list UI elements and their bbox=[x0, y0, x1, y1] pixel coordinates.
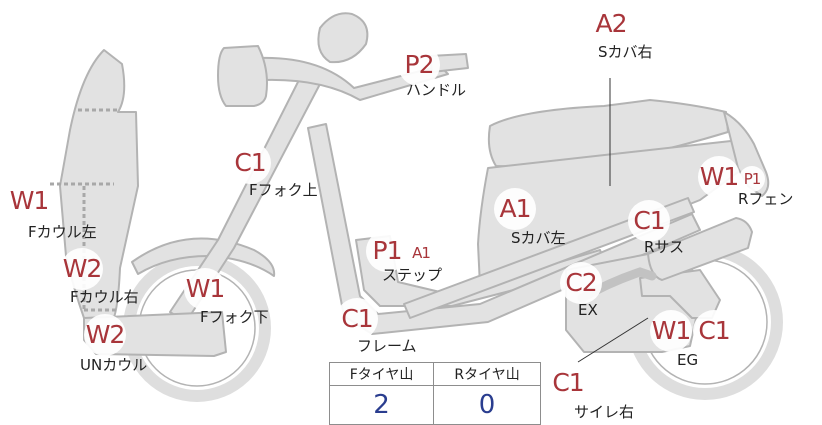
tire-tread-table: Fタイヤ山 Rタイヤ山 2 0 bbox=[328, 362, 541, 425]
frame-label: フレーム bbox=[357, 337, 417, 355]
exhaust-label: EX bbox=[578, 301, 598, 319]
handle-label: ハンドル bbox=[406, 81, 467, 99]
front-cowl-right-code-badge[interactable]: W2 bbox=[61, 248, 103, 290]
rear-fender-secondary-code-badge[interactable]: P1 bbox=[739, 166, 765, 192]
handlebar-shape bbox=[257, 56, 449, 101]
front-fork-lower-label: Fフォク下 bbox=[200, 308, 269, 326]
engine-secondary-code-badge[interactable]: C1 bbox=[693, 310, 735, 352]
mirror-shape bbox=[317, 12, 369, 64]
s-cover-left-label: Sカバ左 bbox=[511, 229, 566, 247]
step-label: ステップ bbox=[382, 266, 443, 284]
frame-upper-bar bbox=[403, 197, 695, 319]
rear-suspension-code-badge[interactable]: C1 bbox=[628, 200, 670, 242]
exhaust-code-badge[interactable]: C2 bbox=[560, 262, 602, 304]
front-cowl-right-label: Fカウル右 bbox=[70, 288, 139, 306]
front-tire-value[interactable]: 2 bbox=[328, 385, 435, 425]
rear-tire-header: Rタイヤ山 bbox=[433, 362, 541, 386]
front-cowl-left-label: Fカウル左 bbox=[28, 223, 97, 241]
engine-code-badge[interactable]: W1 bbox=[650, 310, 692, 352]
s-cover-right-label: Sカバ右 bbox=[598, 43, 653, 61]
handle-code-badge[interactable]: P2 bbox=[398, 44, 440, 86]
rear-fender-label: Rフェン bbox=[738, 190, 794, 208]
silencer-leader bbox=[577, 317, 649, 363]
under-cowl-label: UNカウル bbox=[80, 356, 148, 374]
front-fender-shape bbox=[131, 237, 276, 277]
front-fork-lower-code-badge[interactable]: W1 bbox=[184, 268, 226, 310]
s-cover-left-code-badge[interactable]: A1 bbox=[494, 188, 536, 230]
s-cover-right-code-badge[interactable]: A2 bbox=[590, 3, 632, 45]
under-cowl-code-badge[interactable]: W2 bbox=[84, 314, 126, 356]
engine-label: EG bbox=[677, 351, 699, 369]
frame-code-badge[interactable]: C1 bbox=[336, 298, 378, 340]
seat-shape bbox=[487, 99, 729, 169]
rear-shock-shape bbox=[647, 217, 753, 281]
side-cover-shape bbox=[477, 139, 753, 287]
step-secondary-code-badge[interactable]: A1 bbox=[408, 240, 434, 266]
rear-fender-code-badge[interactable]: W1 bbox=[698, 156, 740, 198]
rear-tire-value[interactable]: 0 bbox=[433, 385, 541, 425]
silencer-right-label: サイレ右 bbox=[574, 403, 635, 421]
rear-suspension-label: Rサス bbox=[644, 238, 685, 256]
silencer-right-code-badge[interactable]: C1 bbox=[547, 362, 589, 404]
front-fork-upper-code-badge[interactable]: C1 bbox=[229, 142, 271, 184]
headlight-shape bbox=[217, 45, 268, 107]
front-cowl-left-code-badge[interactable]: W1 bbox=[8, 180, 50, 222]
front-fork-upper-label: Fフォク上 bbox=[249, 181, 318, 199]
step-code-badge[interactable]: P1 bbox=[366, 230, 408, 272]
front-tire-header: Fタイヤ山 bbox=[328, 362, 435, 386]
